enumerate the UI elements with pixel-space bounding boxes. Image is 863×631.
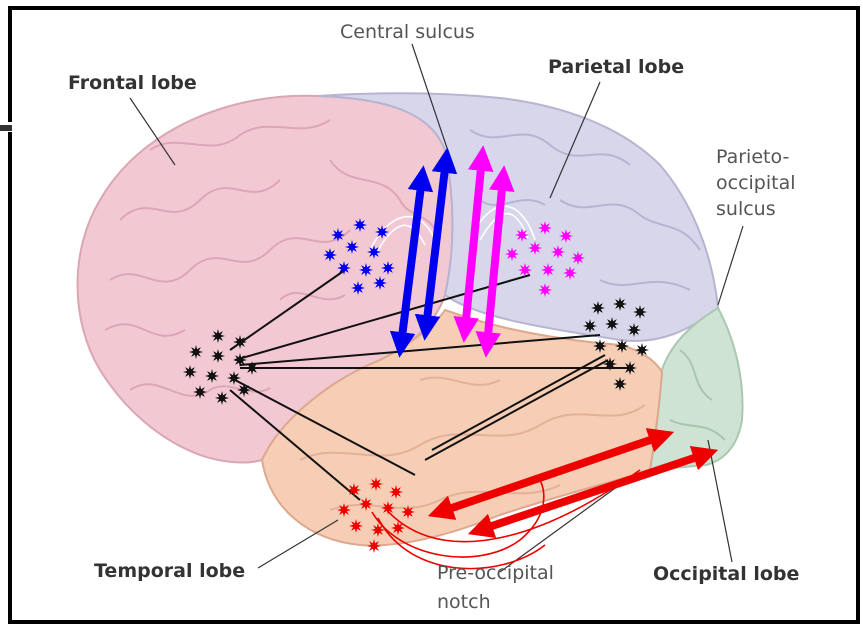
neuron-marker [591,301,605,315]
neuron-marker [237,383,251,397]
neuron-marker [347,483,361,497]
neuron-marker [215,391,229,405]
neuron-marker [613,297,627,311]
neuron-marker [211,349,225,363]
neuron-marker [623,361,637,375]
neuron-marker [245,361,259,375]
neuron-marker [528,241,542,255]
neuron-marker [367,245,381,259]
parieto-occipital-sulcus-label: Parieto- occipital sulcus [716,144,796,222]
neuron-marker [551,245,565,259]
pre-occipital-notch-label: Pre-occipital notch [437,559,554,617]
preocc-line-2: notch [437,588,554,617]
neuron-marker [505,247,519,261]
neuron-marker [627,323,641,337]
po-line-3: sulcus [716,196,796,222]
neuron-marker [359,497,373,511]
neuron-marker [205,369,219,383]
preocc-line-1: Pre-occipital [437,559,554,588]
neuron-marker [518,263,532,277]
neuron-marker [233,335,247,349]
neuron-marker [193,385,207,399]
neuron-marker [605,317,619,331]
neuron-marker [538,221,552,235]
neuron-marker [633,305,647,319]
neuron-marker [515,228,529,242]
occipital-lobe-label: Occipital lobe [653,563,799,585]
neuron-marker [323,248,337,262]
frontal-lobe-label: Frontal lobe [68,72,197,94]
neuron-marker [613,377,627,391]
neuron-marker [345,240,359,254]
neuron-marker [559,229,573,243]
neuron-marker [593,339,607,353]
neuron-marker [541,263,555,277]
neuron-marker [349,519,363,533]
po-line-2: occipital [716,170,796,196]
neuron-marker [183,365,197,379]
neuron-marker [337,261,351,275]
neuron-marker [381,501,395,515]
neuron-marker [373,276,387,290]
neuron-marker [233,353,247,367]
neuron-marker [227,371,241,385]
neuron-marker [603,357,617,371]
neuron-marker [583,319,597,333]
neuron-marker [337,503,351,517]
parietal-lobe-label: Parietal lobe [548,56,684,78]
neuron-marker [391,521,405,535]
neuron-marker [563,266,577,280]
neuron-marker [369,477,383,491]
neuron-marker [615,339,629,353]
neuron-marker [371,523,385,537]
neuron-marker [351,281,365,295]
neuron-marker [389,485,403,499]
neuron-marker [381,261,395,275]
temporal-lobe-label: Temporal lobe [94,560,245,582]
neuron-marker [571,251,585,265]
neuron-marker [359,263,373,277]
neuron-marker [375,225,389,239]
neuron-marker [189,345,203,359]
neuron-marker [367,539,381,553]
neuron-marker [401,505,415,519]
neuron-marker [635,343,649,357]
neuron-marker [211,329,225,343]
central-sulcus-label: Central sulcus [340,21,475,43]
neuron-marker [538,283,552,297]
neuron-marker [331,228,345,242]
po-line-1: Parieto- [716,144,796,170]
neuron-marker [353,218,367,232]
